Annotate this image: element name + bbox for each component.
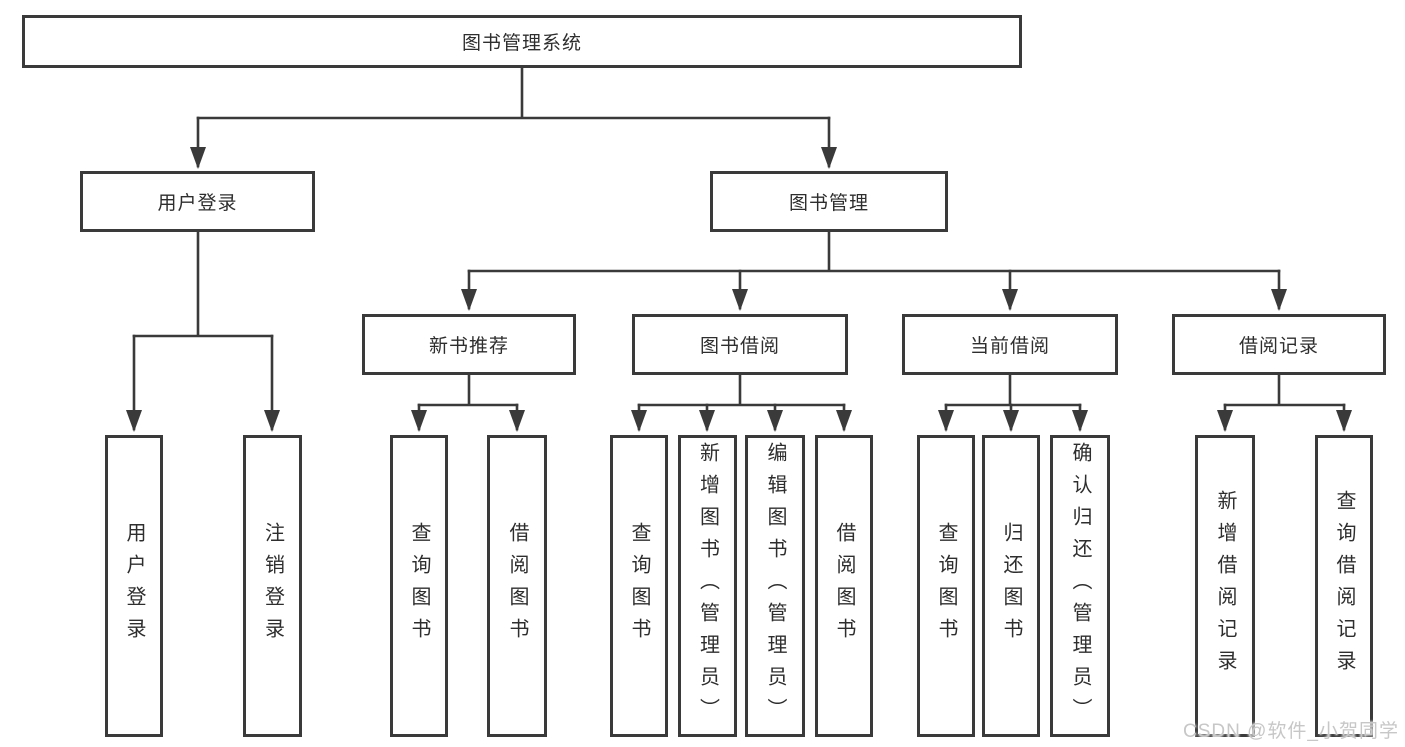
leaf-query-books-borrowing: 查询图书: [610, 435, 668, 737]
leaf-label: 编辑图书（管理员）: [764, 442, 786, 730]
leaf-label: 用户登录: [123, 522, 145, 650]
node-library-management-system: 图书管理系统: [22, 15, 1022, 68]
node-label: 图书管理: [788, 193, 869, 214]
leaf-confirm-return-admin: 确认归还（管理员）: [1050, 435, 1110, 737]
leaf-add-borrow-record: 新增借阅记录: [1195, 435, 1255, 737]
leaf-label: 注销登录: [261, 522, 284, 650]
leaf-label: 归还图书: [1000, 522, 1022, 650]
csdn-watermark: CSDN @软件_小贺同学: [1183, 721, 1399, 742]
leaf-user-login: 用户登录: [105, 435, 163, 737]
connector-user-login-children: [126, 230, 280, 432]
node-user-login: 用户登录: [80, 171, 315, 232]
connector-current-borrowing-children: [938, 373, 1088, 432]
node-new-book-recommendation: 新书推荐: [362, 314, 576, 375]
node-label: 图书借阅: [699, 336, 780, 357]
node-borrowing-records: 借阅记录: [1172, 314, 1386, 375]
connector-new-book-recommendation-children: [411, 373, 525, 432]
leaf-query-books-recommendation: 查询图书: [390, 435, 448, 737]
node-label: 当前借阅: [969, 336, 1050, 357]
leaf-logout: 注销登录: [243, 435, 302, 737]
leaf-label: 新增图书（管理员）: [696, 442, 719, 730]
connector-book-borrowing-children: [631, 373, 852, 432]
leaf-label: 查询图书: [935, 522, 957, 650]
node-label: 借阅记录: [1238, 336, 1319, 357]
leaf-label: 借阅图书: [506, 522, 528, 650]
leaf-label: 查询图书: [408, 522, 430, 650]
node-label: 新书推荐: [428, 336, 509, 357]
leaf-add-book-admin: 新增图书（管理员）: [678, 435, 737, 737]
leaf-return-books: 归还图书: [982, 435, 1040, 737]
node-book-management: 图书管理: [710, 171, 948, 232]
leaf-label: 查询图书: [628, 522, 650, 650]
leaf-label: 查询借阅记录: [1333, 490, 1355, 682]
node-current-borrowing: 当前借阅: [902, 314, 1118, 375]
leaf-query-books-current: 查询图书: [917, 435, 975, 737]
node-label: 用户登录: [157, 193, 238, 214]
leaf-query-borrow-record: 查询借阅记录: [1315, 435, 1373, 737]
connector-book-management-children: [461, 230, 1287, 311]
leaf-borrow-books-borrowing: 借阅图书: [815, 435, 873, 737]
node-label: 图书管理系统: [461, 33, 582, 54]
leaf-label: 新增借阅记录: [1214, 490, 1236, 682]
leaf-borrow-books-recommendation: 借阅图书: [487, 435, 547, 737]
leaf-label: 借阅图书: [833, 522, 855, 650]
node-book-borrowing: 图书借阅: [632, 314, 848, 375]
connector-borrowing-records-children: [1217, 373, 1352, 432]
connector-root-to-level2: [190, 66, 837, 169]
leaf-label: 确认归还（管理员）: [1069, 442, 1091, 730]
leaf-edit-book-admin: 编辑图书（管理员）: [745, 435, 805, 737]
